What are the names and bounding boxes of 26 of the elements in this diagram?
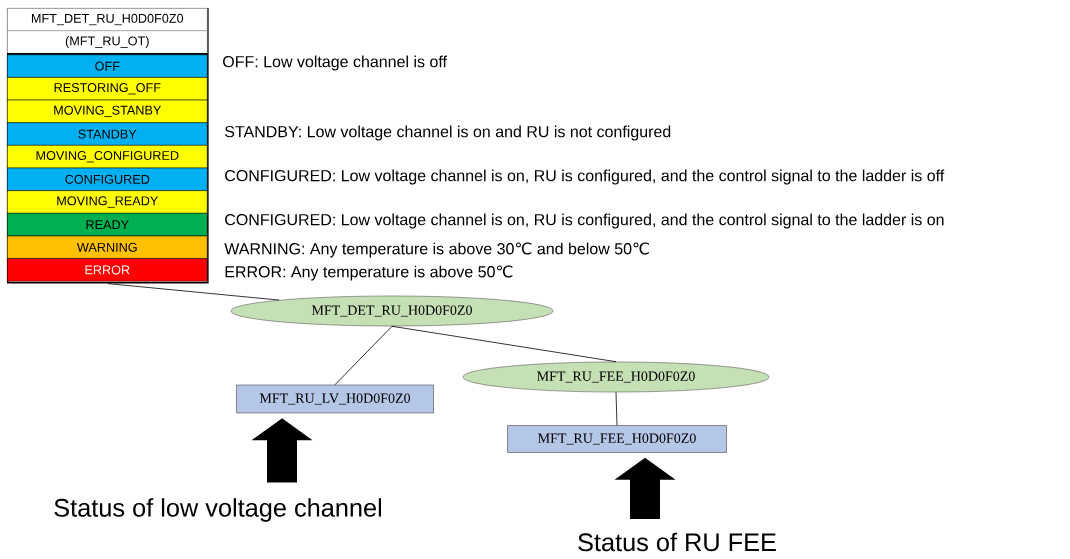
connector-line	[391, 325, 617, 363]
state-cell: ERROR	[7, 258, 208, 282]
status-box: MFT_RU_FEE_H0D0F0Z0	[507, 425, 727, 453]
state-cell: MOVING_STANBY	[7, 99, 208, 123]
state-cell: READY	[7, 213, 208, 237]
caption-text: Status of RU FEE	[578, 532, 776, 552]
state-cell: WARNING	[7, 235, 208, 259]
caption-text: Status of low voltage channel	[54, 498, 382, 522]
state-cell: RESTORING_OFF	[7, 77, 208, 101]
state-cell: STANDBY	[7, 122, 208, 146]
state-description: WARNING: Any temperature is above 30℃ and below 50℃	[224, 242, 649, 258]
state-description: STANDBY: Low voltage channel is on and RU is not configured	[225, 125, 671, 141]
state-description: CONFIGURED: Low voltage channel is on, RU is configured, and the control signal to the ladder is on	[225, 213, 944, 229]
state-cell: MOVING_CONFIGURED	[7, 145, 208, 169]
connector-line	[334, 325, 393, 386]
header-cell: MFT_DET_RU_H0D0F0Z0	[7, 8, 208, 32]
header-cell: (MFT_RU_OT)	[7, 30, 208, 54]
state-cell: MOVING_READY	[7, 190, 208, 214]
state-cell: CONFIGURED	[7, 167, 208, 191]
state-description: OFF: Low voltage channel is off	[223, 55, 447, 71]
state-cell: OFF	[7, 54, 208, 78]
connector-line	[615, 391, 618, 426]
status-box: MFT_RU_LV_H0D0F0Z0	[236, 384, 434, 414]
state-description: CONFIGURED: Low voltage channel is on, RU is configured, and the control signal to the ladder is off	[225, 169, 945, 185]
state-description: ERROR: Any temperature is above 50℃	[225, 265, 513, 281]
connector-line	[107, 283, 280, 301]
